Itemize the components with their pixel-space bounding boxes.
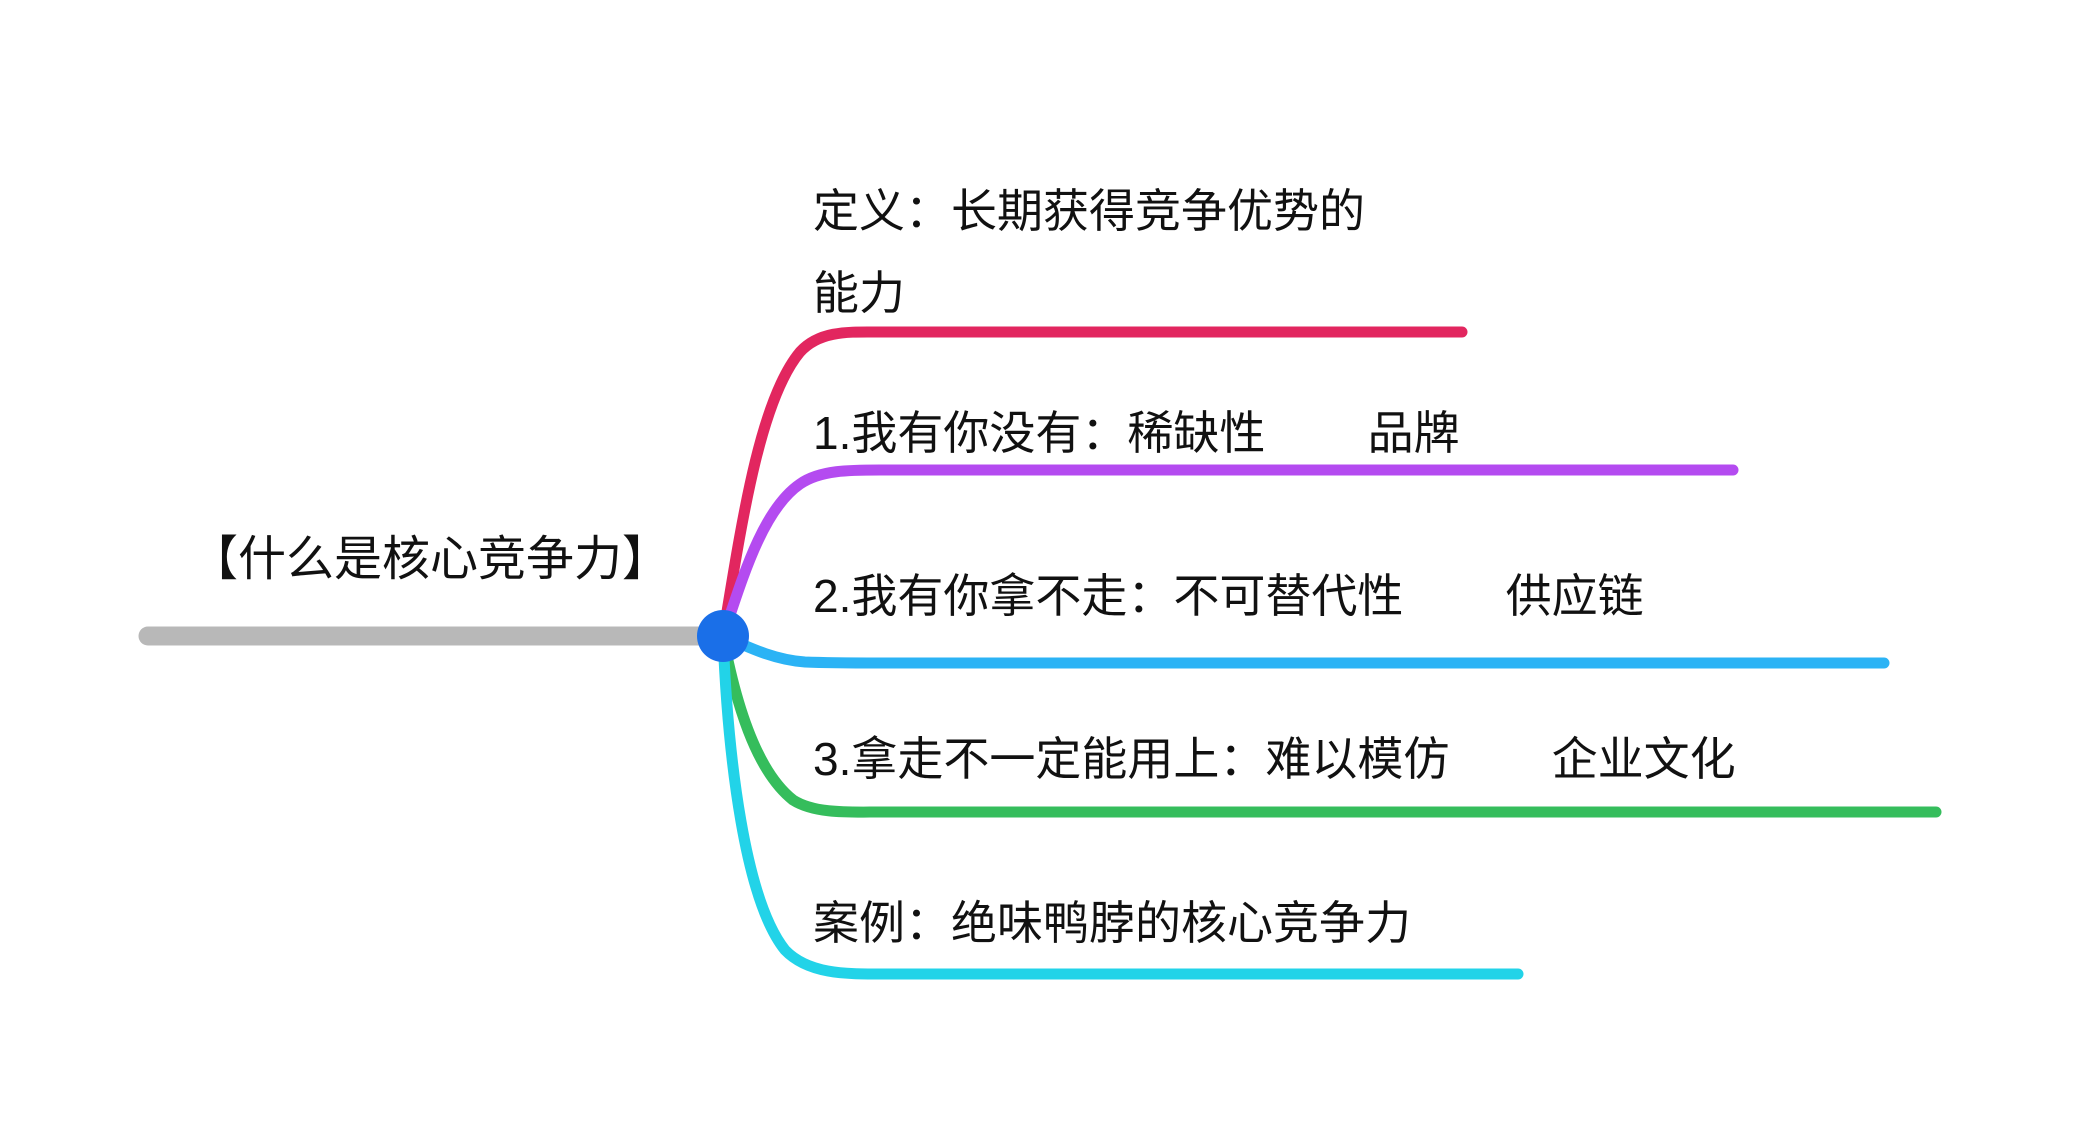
branch-label-definition[interactable]: 定义：长期获得竞争优势的 能力	[813, 185, 1365, 319]
branch-line-case-study	[717, 630, 1524, 980]
branch-line-hard-to-imitate	[717, 630, 1942, 818]
root-node-label[interactable]: 【什么是核心竞争力】	[190, 533, 671, 586]
branch-label-case-study[interactable]: 案例：绝味鸭脖的核心竞争力	[813, 897, 1411, 949]
branch-line-definition	[717, 326, 1468, 642]
branch-label-scarcity[interactable]: 1.我有你没有：稀缺性 品牌	[813, 407, 1460, 459]
branch-line-scarcity	[717, 464, 1739, 642]
branch-line-irreplaceable	[717, 630, 1890, 669]
root-node-dot[interactable]	[697, 610, 749, 662]
branch-label-hard-to-imitate[interactable]: 3.拿走不一定能用上：难以模仿 企业文化	[813, 733, 1736, 785]
branch-label-irreplaceable[interactable]: 2.我有你拿不走：不可替代性 供应链	[813, 570, 1644, 622]
